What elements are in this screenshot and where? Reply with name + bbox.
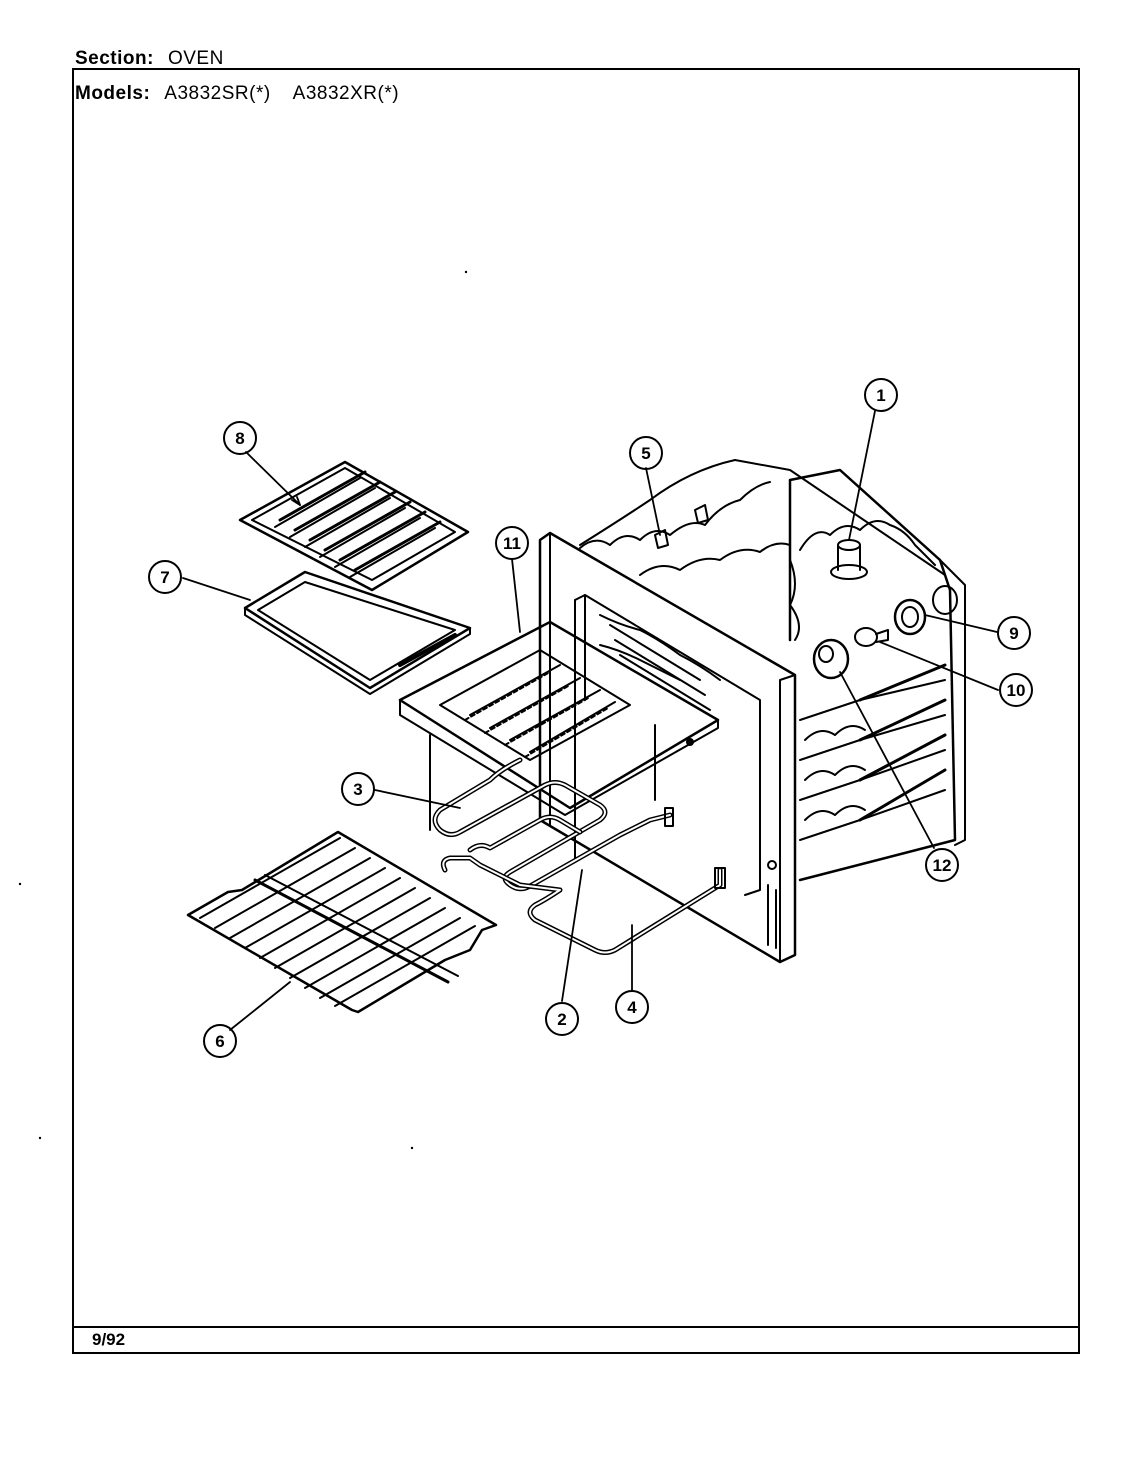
oven-cavity — [579, 459, 966, 882]
svg-text:12: 12 — [933, 856, 952, 875]
models-heading: Models: A3832SR(*) A3832XR(*) — [75, 83, 399, 105]
callout-6: 6 — [203, 1024, 237, 1058]
svg-text:7: 7 — [160, 568, 169, 587]
callout-5: 5 — [629, 436, 663, 470]
svg-text:5: 5 — [641, 444, 650, 463]
broiler-pan-grid — [238, 460, 470, 592]
callout-4: 4 — [615, 990, 649, 1024]
section-label: Section: — [75, 48, 154, 69]
broil-pan-baffle — [398, 620, 720, 831]
bake-element — [440, 855, 726, 955]
callout-12: 12 — [925, 848, 959, 882]
footer-divider — [72, 1326, 1080, 1328]
callout-3: 3 — [341, 772, 375, 806]
svg-text:1: 1 — [876, 386, 885, 405]
svg-text:9: 9 — [1009, 624, 1018, 643]
svg-text:11: 11 — [503, 534, 521, 553]
svg-text:6: 6 — [215, 1032, 224, 1051]
callout-2: 2 — [545, 1002, 579, 1036]
svg-text:2: 2 — [557, 1010, 566, 1029]
scan-specks — [18, 270, 468, 1150]
svg-text:4: 4 — [627, 998, 637, 1017]
model-1: A3832SR(*) — [164, 83, 271, 104]
leader-lines — [182, 410, 999, 1031]
oven-rack — [186, 830, 498, 1014]
broil-element — [432, 757, 674, 892]
svg-text:3: 3 — [353, 780, 362, 799]
callout-7: 7 — [148, 560, 182, 594]
callout-11: 11 — [495, 526, 529, 560]
svg-text:10: 10 — [1007, 681, 1026, 700]
revision-date: 9/92 — [92, 1330, 126, 1349]
callout-8: 8 — [223, 421, 257, 455]
callout-9: 9 — [997, 616, 1031, 650]
callout-labels: 1 5 8 11 7 9 10 3 12 2 4 6 — [148, 378, 1033, 1058]
broiler-pan — [243, 570, 472, 695]
svg-text:8: 8 — [235, 429, 244, 448]
section-value: OVEN — [167, 48, 224, 69]
diagram-frame — [72, 68, 1080, 1354]
callout-10: 10 — [999, 673, 1033, 707]
callout-1: 1 — [864, 378, 898, 412]
models-label: Models: — [75, 83, 151, 104]
section-heading: Section: OVEN — [75, 48, 224, 70]
model-2: A3832XR(*) — [292, 83, 400, 104]
